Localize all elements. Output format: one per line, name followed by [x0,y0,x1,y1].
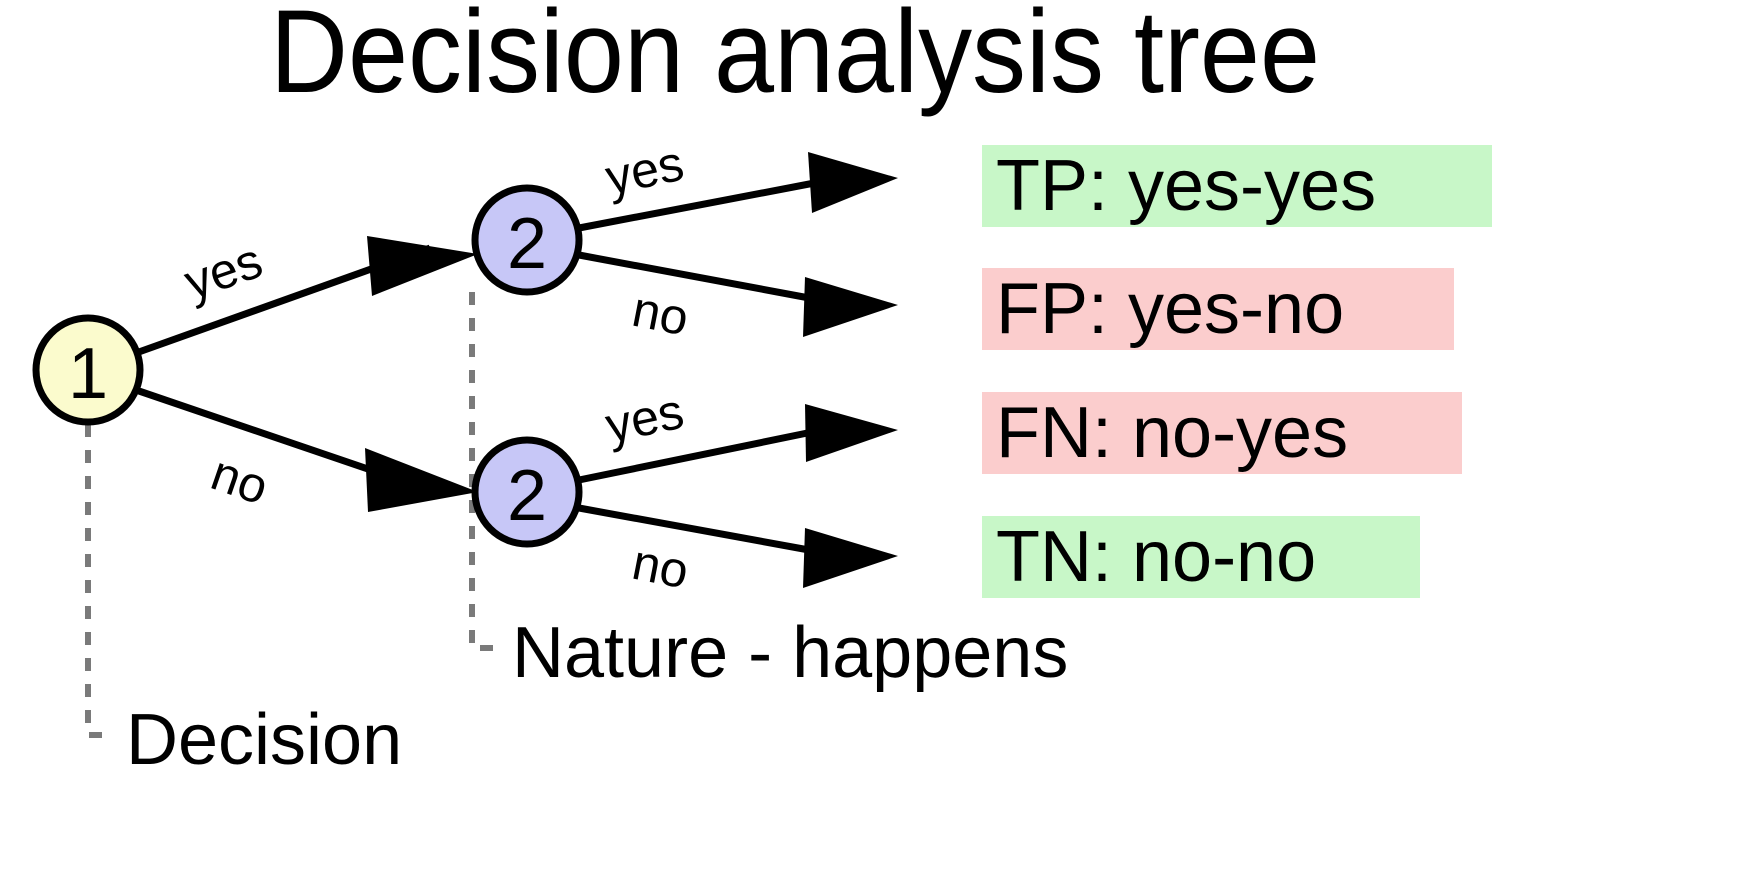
outcome-highlight-tp [982,145,1492,227]
edge-label-top-yes: yes [601,135,689,206]
branch-bottom-yes-line [578,426,823,484]
leader-line-decision [85,424,112,738]
outcome-label-tn: TN: no-no [996,517,1316,597]
branch-top-yes-arrowhead [808,152,898,213]
page-title: Decision analysis tree [270,0,1320,118]
branch-root-yes-arrowhead [367,236,478,296]
edge-label-bottom-yes: yes [601,383,689,454]
branch-bottom-no-line [578,504,821,556]
edge-label-bottom-no: no [628,534,693,600]
branch-bottom-yes-arrowhead [805,404,898,462]
outcome-highlight-tn [982,516,1420,598]
node-chance-2-top-circle [471,184,583,296]
legend-label-nature: Nature - happens [512,613,1068,693]
outcome-label-fp: FP: yes-no [996,269,1344,349]
outcome-label-tp: TP: yes-yes [996,146,1376,226]
node-chance-2-bottom[interactable]: 2 [471,436,583,548]
node-chance-2-bottom-circle [471,436,583,548]
node-chance-2-bottom-label: 2 [507,456,547,536]
branch-top-no-arrowhead [803,277,898,337]
edge-label-root-yes: yes [177,232,269,310]
branch-bottom-no-arrowhead [803,528,898,588]
edge-label-root-no: no [204,444,275,515]
legend-label-decision: Decision [126,700,402,780]
node-chance-2-top-label: 2 [507,204,547,284]
outcome-highlight-fn [982,392,1462,474]
branch-root-no-arrowhead [365,448,478,512]
outcome-highlight-fp [982,268,1454,350]
node-decision-1[interactable]: 1 [32,314,144,426]
edge-label-top-no: no [628,281,693,347]
node-chance-2-top[interactable]: 2 [471,184,583,296]
outcome-label-fn: FN: no-yes [996,393,1348,473]
branch-top-no-line [578,251,821,304]
node-decision-1-circle [32,314,144,426]
branch-root-no-line [134,386,402,484]
branch-top-yes-line [578,176,831,232]
node-decision-1-label: 1 [68,334,108,414]
leader-line-nature [469,292,498,651]
